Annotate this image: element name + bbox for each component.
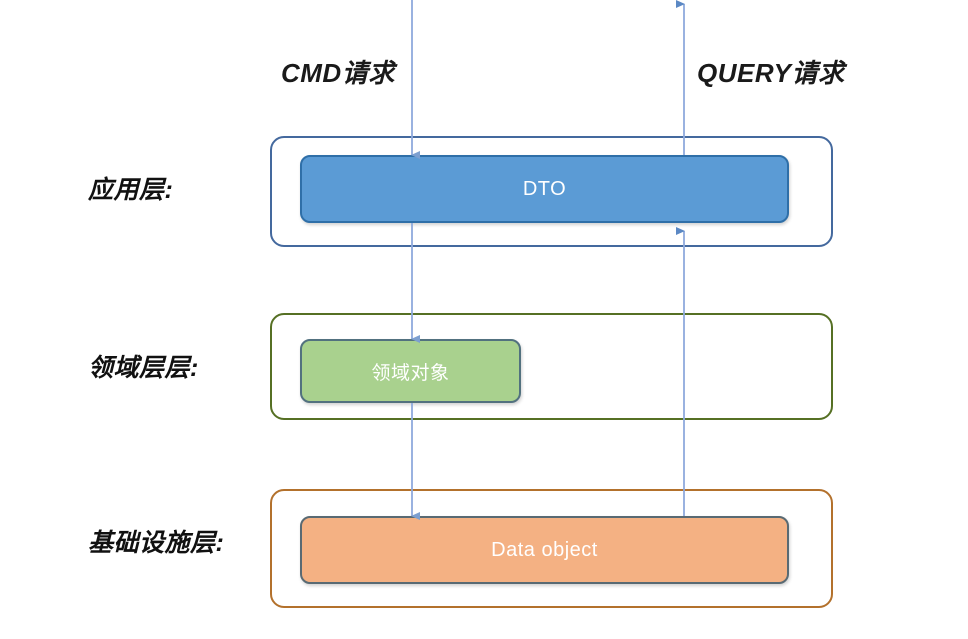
- object-box-data-object: Data object: [300, 516, 789, 584]
- flow-label-cmd: CMD请求: [281, 58, 395, 88]
- flow-label-query: QUERY请求: [697, 58, 845, 88]
- object-box-dto: DTO: [300, 155, 789, 223]
- layer-caption-infrastructure: 基础设施层:: [88, 529, 225, 557]
- object-box-domain-object: 领域对象: [300, 339, 521, 403]
- layer-caption-application: 应用层:: [88, 176, 174, 204]
- layer-caption-domain: 领域层层:: [88, 354, 199, 382]
